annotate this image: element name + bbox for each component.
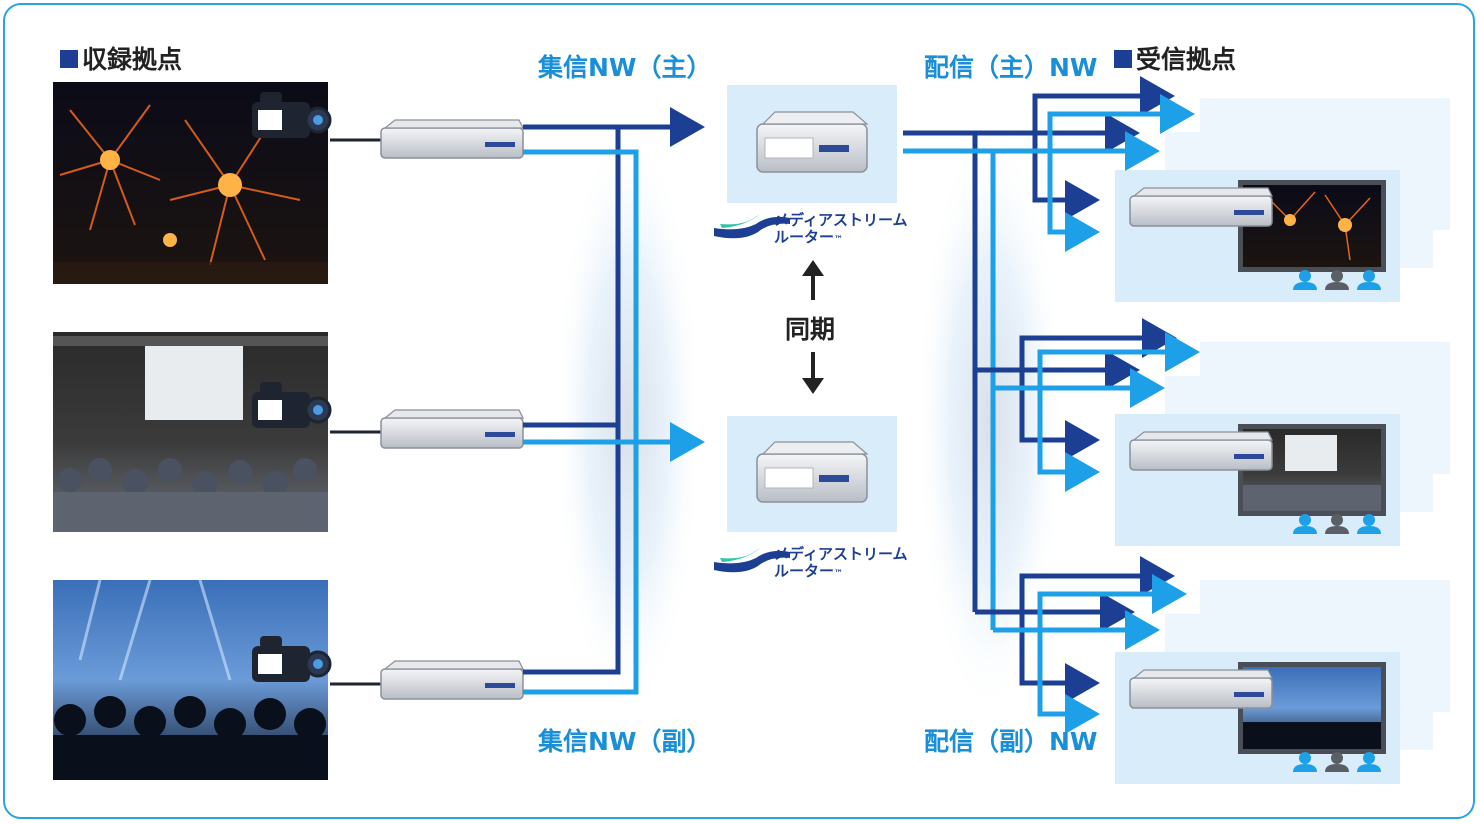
audience-icon-1 [1293, 270, 1381, 290]
distribution-network-zone [915, 120, 1065, 720]
decoder-device-icon-2 [1129, 431, 1273, 471]
recording-sites-label: 収録拠点 [60, 40, 182, 76]
decoder-device-icon-1 [1129, 187, 1273, 227]
receiving-sites-label: 受信拠点 [1114, 40, 1236, 76]
dist-nw-main-label: 配信（主）NW [924, 53, 1098, 82]
stream-router-device-icon-sub [756, 441, 868, 503]
encoder-device-icon-3 [380, 660, 524, 700]
brand-logo-mark-sub [714, 550, 790, 573]
encoder-device-icon-1 [380, 119, 524, 159]
collect-nw-main-label: 集信NW（主） [538, 53, 712, 82]
sync-arrows [802, 260, 824, 394]
encoder-device-icon-2 [380, 409, 524, 449]
dist-nw-sub-label: 配信（副）NW [924, 727, 1098, 756]
bullet-square-icon [60, 50, 78, 68]
stream-router-device-icon-main [756, 111, 868, 173]
collect-nw-sub-label: 集信NW（副） [538, 727, 712, 756]
distribution-lines [903, 76, 1200, 734]
audience-icon-3 [1293, 752, 1381, 772]
brand-line1: メディアストリーム [774, 545, 908, 563]
decoder-device-icon-3 [1129, 669, 1273, 709]
brand-logo-mark-main [714, 216, 790, 239]
collect-network-zone [553, 120, 703, 720]
outer-frame [3, 3, 1475, 819]
audience-icon-2 [1293, 514, 1381, 534]
conference-photo [53, 332, 328, 532]
brand-line2: ルーター™ [774, 228, 844, 246]
sync-label: 同期 [785, 315, 836, 344]
brand-line1: メディアストリーム [774, 211, 908, 229]
brand-name-main: メディアストリーム ルーター™ [774, 212, 908, 249]
collect-lines [523, 107, 705, 695]
brand-name-sub: メディアストリーム ルーター™ [774, 546, 908, 583]
brand-line2: ルーター™ [774, 562, 844, 580]
bullet-square-icon [1114, 50, 1132, 68]
